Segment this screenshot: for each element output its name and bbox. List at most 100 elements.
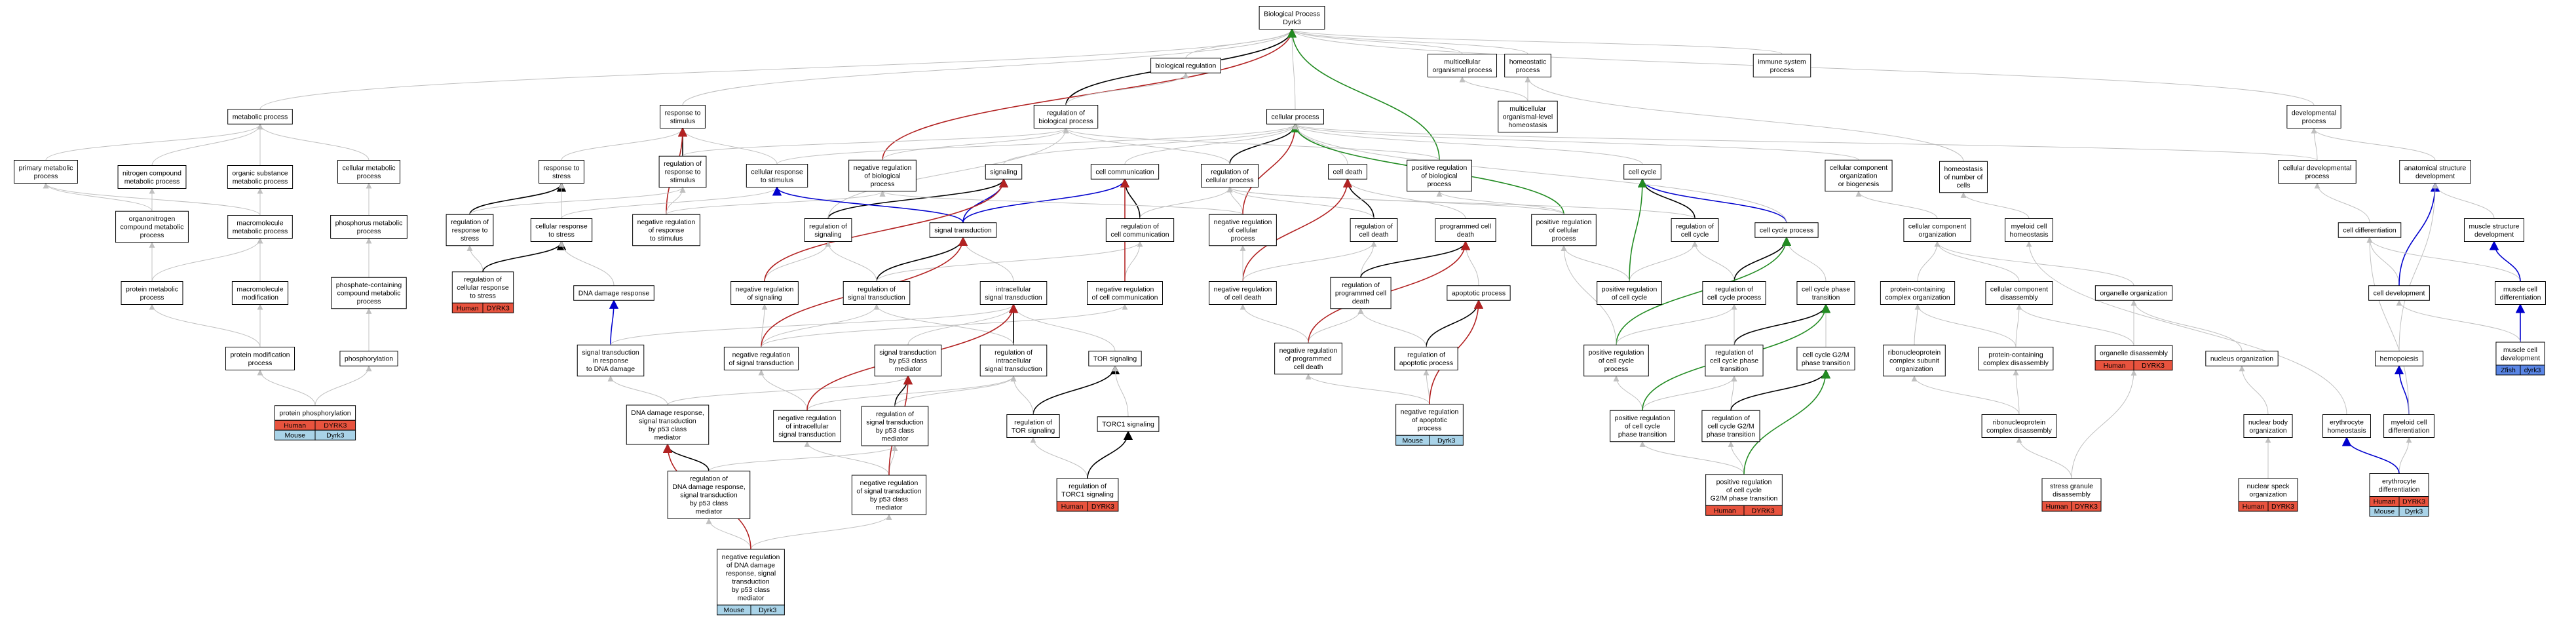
edge-is-a — [825, 241, 877, 282]
go-term-label: cell cycle G2/M — [1707, 423, 1754, 431]
edge-is-a — [2311, 127, 2318, 161]
go-term-label: nucleus organization — [2210, 355, 2273, 363]
go-term-box — [2094, 285, 2173, 301]
go-term-box — [979, 281, 1048, 305]
edge-is-a — [1242, 241, 1377, 282]
gene-cell — [2398, 506, 2429, 517]
go-term-label: of signal transduction — [856, 487, 921, 495]
go-term-label: homeostatic — [1509, 58, 1547, 66]
edge-negatively-regulates — [1242, 178, 1353, 282]
go-term-label: signal transduction — [879, 349, 937, 357]
go-term-label: of cell communication — [1092, 294, 1158, 302]
go-term-label: or biogenesis — [1838, 180, 1879, 188]
go-term-box — [337, 160, 401, 184]
gene-cell — [482, 302, 514, 313]
gene-label: Dyrk3 — [2405, 508, 2423, 516]
go-term-box — [1394, 347, 1458, 370]
edge-is-a — [1613, 375, 1643, 411]
go-term-node: cell death — [1328, 164, 1367, 180]
go-term-node: nucleus organization — [2205, 351, 2279, 366]
go-term-box — [2286, 105, 2341, 128]
go-term-label: cell development — [2374, 290, 2425, 298]
edge-regulates — [482, 241, 567, 272]
edge-is-a — [1855, 190, 1938, 219]
edge-is-a — [45, 123, 263, 161]
go-term-box — [660, 105, 706, 128]
go-term-box — [1796, 281, 1855, 305]
gene-cell — [1743, 505, 1783, 516]
edge-is-a — [1459, 76, 1528, 102]
edge-negatively-regulates — [882, 28, 1297, 161]
go-term-box — [1087, 281, 1163, 305]
gene-label: DYRK3 — [1752, 507, 1775, 515]
edge-regulates — [1733, 303, 1831, 345]
edge-is-a — [149, 303, 261, 347]
go-term-label: by p53 class — [870, 496, 908, 503]
edge-is-a — [1010, 303, 1116, 351]
go-term-label: phosphorus metabolic — [335, 219, 403, 227]
go-term-box — [626, 404, 710, 445]
go-term-box — [121, 281, 183, 305]
go-term-label: intracellular — [996, 285, 1031, 293]
go-term-label: organization — [1840, 172, 1877, 180]
go-term-label: immune system — [1758, 58, 1806, 66]
edge-is-a — [1226, 186, 1695, 219]
gene-label: Dyrk3 — [326, 431, 345, 439]
go-term-box — [861, 406, 929, 446]
go-term-label: Dyrk3 — [1283, 18, 1301, 26]
go-term-node: signal transduction — [929, 222, 997, 238]
edge-is-a — [876, 241, 1143, 282]
edge-is-a — [761, 303, 768, 347]
go-term-box — [451, 271, 514, 303]
go-term-label: homeostasis — [2328, 427, 2366, 435]
go-term-box — [1350, 218, 1398, 242]
go-term-label: regulation of — [1712, 414, 1750, 422]
go-term-label: response to — [665, 168, 701, 176]
go-term-label: to stimulus — [650, 235, 683, 243]
go-term-box — [1328, 164, 1367, 180]
go-term-label: programmed cell — [1335, 290, 1386, 298]
go-term-label: protein modification — [230, 351, 290, 359]
edge-is-a — [1226, 186, 1374, 219]
edge-is-a — [2131, 300, 2243, 351]
go-term-label: in response — [593, 357, 628, 365]
go-term-label: response to — [544, 164, 580, 172]
edge-negatively-regulates — [1242, 123, 1300, 215]
go-term-label: process — [1552, 235, 1576, 243]
edge-is-a — [1292, 123, 1787, 223]
gene-cell — [2520, 364, 2545, 376]
go-term-box — [1201, 164, 1259, 187]
go-term-box — [746, 164, 808, 187]
go-term-label: of cell cycle — [1625, 423, 1660, 431]
gene-label: DYRK3 — [2271, 503, 2294, 511]
edge-is-a — [882, 127, 1069, 161]
go-term-box — [573, 285, 654, 301]
go-term-label: of DNA damage — [727, 561, 775, 569]
go-term-box — [2005, 218, 2053, 242]
go-term-label: by p53 class — [876, 427, 914, 435]
go-term-label: metabolic process — [233, 113, 288, 121]
go-term-label: signaling — [990, 168, 1017, 176]
gene-cell — [2133, 360, 2173, 371]
go-term-box — [843, 281, 911, 305]
go-term-label: regulation of — [1211, 168, 1249, 176]
go-term-label: macromolecule — [237, 285, 283, 293]
edge-is-a — [1357, 307, 1427, 347]
go-term-label: cellular metabolic — [342, 164, 395, 172]
edge-is-a — [761, 303, 880, 347]
go-term-box — [1883, 344, 1946, 377]
go-term-label: process — [140, 231, 164, 239]
